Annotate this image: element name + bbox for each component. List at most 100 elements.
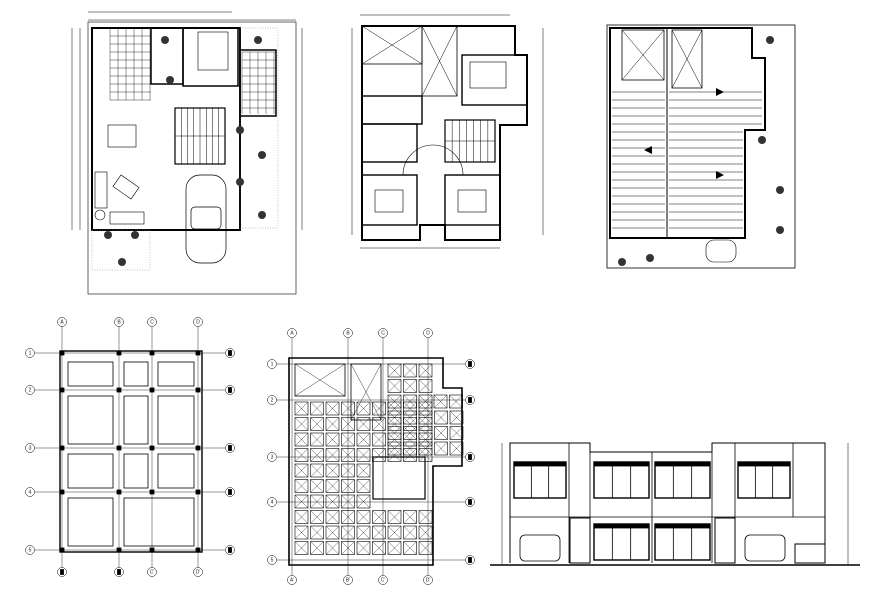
row-4-bubble — [267, 497, 277, 507]
slab-block — [356, 401, 371, 416]
slab-block — [310, 448, 324, 462]
slab-block — [403, 394, 417, 409]
slab-block — [372, 432, 386, 447]
row-end-bubble — [225, 487, 235, 497]
footing — [123, 453, 149, 489]
slab-block — [341, 541, 355, 555]
slab-block — [387, 426, 402, 440]
car-icon — [705, 239, 737, 263]
gate — [794, 543, 826, 564]
slab-block — [403, 510, 417, 524]
row-1-label: 1 — [29, 351, 32, 357]
slab-block — [418, 363, 433, 378]
shrub-icon — [258, 211, 266, 219]
column — [59, 547, 65, 553]
slab-block — [403, 401, 417, 416]
slab-block — [341, 463, 355, 478]
window — [737, 461, 791, 499]
shrub-icon — [618, 258, 626, 266]
column — [149, 547, 155, 553]
window-header — [654, 461, 711, 467]
slab-block — [418, 525, 433, 540]
slab-block — [325, 448, 340, 462]
window-header — [513, 461, 567, 467]
slab-block — [418, 394, 433, 409]
slab-block — [403, 541, 417, 555]
slab-block — [372, 401, 386, 416]
bed-icon — [374, 189, 404, 213]
row-3-bubble — [267, 452, 277, 462]
slab-block — [372, 417, 386, 431]
slab-block — [310, 479, 324, 493]
shrub-icon — [166, 76, 174, 84]
shrub-icon — [131, 231, 139, 239]
shrub-icon — [104, 231, 112, 239]
column-bottom-label: D' — [196, 570, 201, 576]
column-C-bubble — [147, 317, 157, 327]
slab-block — [325, 417, 340, 431]
column-bottom-bubble — [193, 567, 203, 577]
slab-block — [356, 525, 371, 540]
slab-block — [341, 510, 355, 524]
row-2-label: 2 — [271, 398, 274, 404]
slab-block — [434, 410, 448, 425]
slab-block — [294, 448, 309, 462]
sofa-icon — [109, 211, 145, 225]
ground-floor-plan — [71, 11, 303, 295]
column-bottom-bubble — [114, 567, 124, 577]
grid-marker — [228, 387, 232, 393]
footing — [157, 361, 195, 387]
row-1-bubble — [267, 359, 277, 369]
row-5-bubble — [25, 545, 35, 555]
car-icon — [519, 534, 786, 562]
slab-block — [310, 494, 324, 509]
column — [116, 547, 122, 553]
shrub-icon — [118, 258, 126, 266]
column-bottom-bubble — [378, 575, 388, 585]
column-bottom-label: C' — [381, 578, 386, 584]
row-5-bubble — [267, 555, 277, 565]
slab-block — [387, 394, 402, 409]
row-4-label: 4 — [271, 500, 274, 506]
column — [59, 350, 65, 356]
opening — [372, 456, 426, 500]
bed-icon — [457, 189, 487, 213]
slab-outline — [288, 357, 463, 566]
footing — [157, 453, 195, 489]
slab-block — [325, 432, 340, 447]
shrub-icon — [758, 136, 766, 144]
slope-arrow-icon — [716, 171, 724, 179]
window — [593, 461, 650, 499]
column — [59, 387, 65, 393]
slab-block — [341, 448, 355, 462]
column-bottom-bubble — [343, 575, 353, 585]
slab-block — [434, 441, 448, 456]
row-1-label: 1 — [271, 362, 274, 368]
slab-block — [387, 401, 402, 416]
column-B-label: B — [117, 320, 121, 326]
slab-block — [341, 494, 355, 509]
slab-block — [325, 494, 340, 509]
footing — [123, 497, 195, 547]
slab-block — [310, 510, 324, 524]
slab-block — [310, 417, 324, 431]
slab-block — [310, 432, 324, 447]
slab-block — [356, 432, 371, 447]
slab-block — [341, 417, 355, 431]
column-C-bubble — [378, 328, 388, 338]
column-bottom-label: C' — [150, 570, 155, 576]
grid-marker — [468, 499, 472, 505]
slab-block — [356, 541, 371, 555]
column-bottom-label: D' — [426, 578, 431, 584]
column-A-label: A — [60, 320, 64, 326]
column — [116, 489, 122, 495]
footing — [123, 395, 149, 445]
slab-block — [356, 463, 371, 478]
column — [195, 489, 201, 495]
slab-block — [372, 448, 386, 462]
grid-marker — [468, 454, 472, 460]
column — [116, 445, 122, 451]
slab-block — [294, 541, 309, 555]
shrub-icon — [766, 36, 774, 44]
